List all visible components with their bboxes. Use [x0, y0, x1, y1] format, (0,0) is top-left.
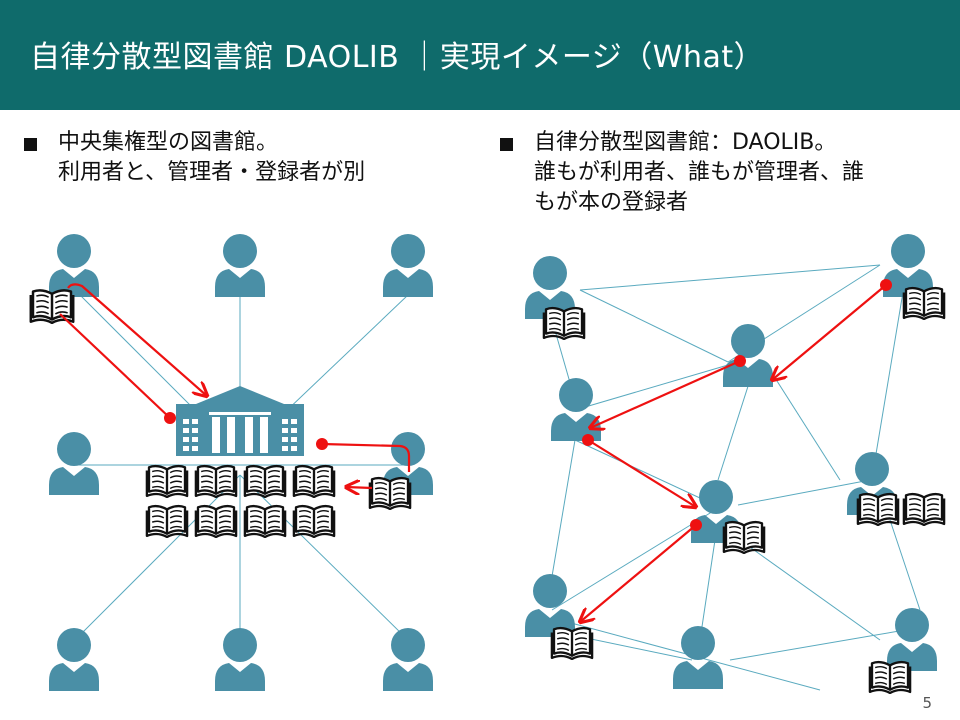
person-icon — [887, 608, 937, 671]
centralized-users — [49, 234, 433, 691]
book-icon — [292, 504, 336, 538]
bullet-marker — [500, 138, 513, 151]
centralized-line-2: 利用者と、管理者・登録者が別 — [58, 160, 366, 185]
person-icon — [215, 628, 265, 691]
page-number: 5 — [922, 694, 932, 712]
book-icon — [902, 286, 946, 320]
person-icon — [723, 324, 773, 387]
person-icon — [551, 378, 601, 441]
book-icon — [243, 464, 287, 498]
centralized-description: 中央集権型の図書館。 利用者と、管理者・登録者が別 — [58, 128, 365, 188]
person-icon — [525, 574, 575, 637]
book-icon — [194, 464, 238, 498]
decentralized-line-2: 誰もが利用者、誰もが管理者、誰 — [534, 160, 865, 185]
book-icon — [243, 504, 287, 538]
book-icon — [194, 504, 238, 538]
book-icon — [856, 492, 900, 526]
book-icon — [550, 626, 594, 660]
book-icon — [542, 306, 586, 340]
book-icon — [29, 289, 75, 324]
flow-dots — [164, 412, 328, 450]
library-building-icon — [176, 386, 304, 456]
decentralized-users — [525, 234, 937, 689]
centralized-line-1: 中央集権型の図書館。 — [58, 130, 279, 155]
person-icon — [383, 628, 433, 691]
decentralized-line-3: もが本の登録者 — [534, 190, 689, 215]
title-bar: 自律分散型図書館 DAOLIB ｜実現イメージ（What） — [0, 0, 960, 110]
book-icon — [868, 660, 912, 694]
book-icon — [292, 464, 336, 498]
decentralized-description: 自律分散型図書館：DAOLIB。 誰もが利用者、誰もが管理者、誰 もが本の登録者 — [534, 128, 864, 218]
person-icon — [215, 234, 265, 297]
page-title: 自律分散型図書館 DAOLIB ｜実現イメージ（What） — [30, 40, 765, 75]
decentralized-line-1: 自律分散型図書館：DAOLIB。 — [534, 130, 837, 155]
book-icon — [902, 492, 946, 526]
person-icon — [49, 628, 99, 691]
book-icon — [145, 464, 189, 498]
book-icon — [145, 504, 189, 538]
flow-dots — [582, 279, 892, 531]
person-icon — [49, 432, 99, 495]
book-icon — [368, 476, 412, 510]
centralized-flows — [59, 283, 411, 488]
centralized-connections — [74, 285, 409, 641]
book-icon — [722, 520, 766, 554]
decentralized-flows — [580, 284, 887, 622]
person-icon — [49, 234, 99, 297]
person-icon — [383, 234, 433, 297]
bullet-marker — [24, 138, 37, 151]
